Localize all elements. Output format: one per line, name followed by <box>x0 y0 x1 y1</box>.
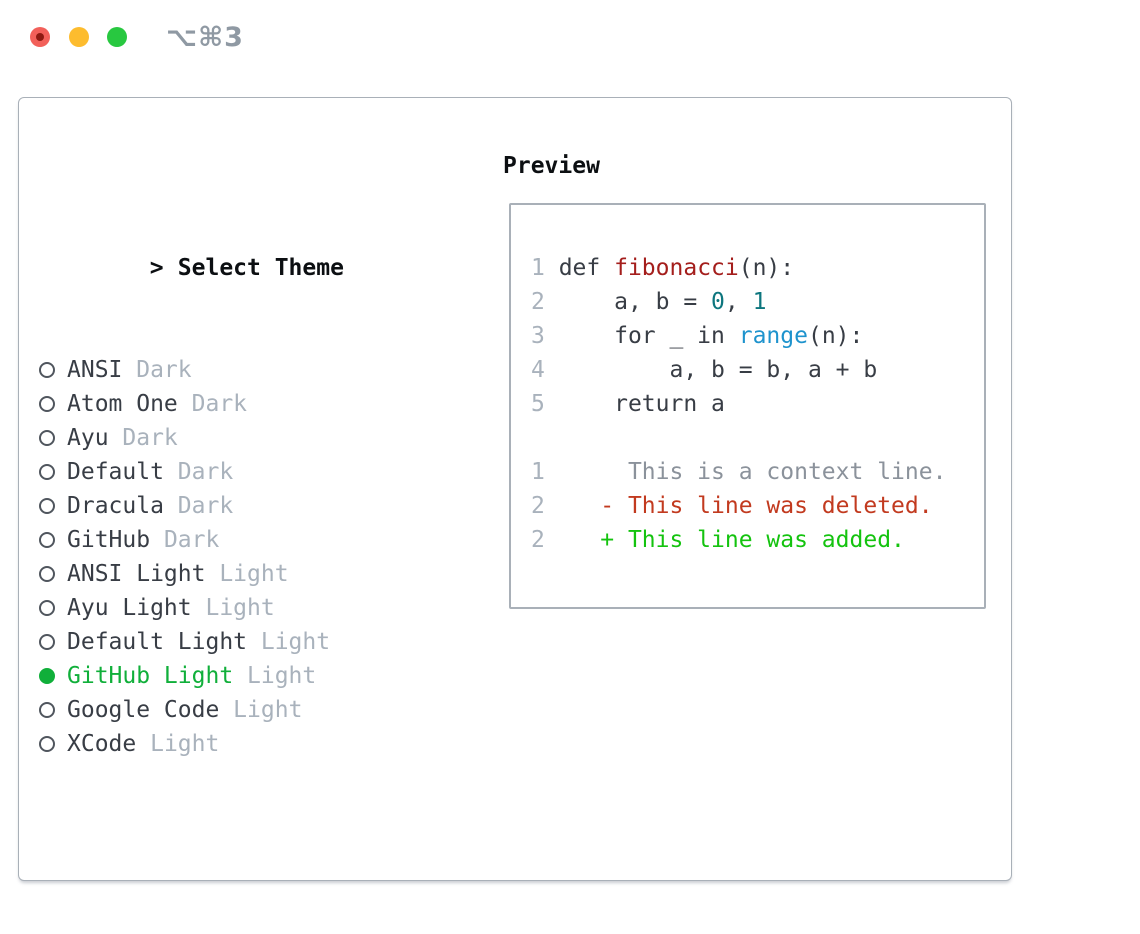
preview-code: 1 def fibonacci(n): 2 a, b = 0, 1 3 for _ … <box>531 251 946 557</box>
option-variant-label: Light <box>247 629 331 655</box>
preview-box: 1 def fibonacci(n): 2 a, b = 0, 1 3 for _ … <box>509 203 986 609</box>
theme-option[interactable]: ANSI Light Light <box>39 557 427 591</box>
theme-option[interactable]: Google Code Light <box>39 693 427 727</box>
radio-unselected-icon <box>39 430 55 446</box>
option-label: Dracula <box>67 493 164 519</box>
option-label: Default Light <box>67 629 248 655</box>
prompt-icon: > <box>149 255 164 281</box>
option-label: GitHub <box>67 527 151 553</box>
option-variant-label: Dark <box>163 459 234 485</box>
option-variant-label: Light <box>136 731 220 757</box>
option-variant-label: Light <box>205 561 289 587</box>
option-label: XCode <box>67 731 137 757</box>
radio-unselected-icon <box>39 702 55 718</box>
radio-unselected-icon <box>39 464 55 480</box>
preview-code-line: 5 return a <box>531 391 725 417</box>
preview-code-line: 2 a, b = 0, 1 <box>531 289 767 315</box>
preview-code-line: 4 a, b = b, a + b <box>531 357 878 383</box>
option-variant-label: Dark <box>150 527 220 553</box>
preview-code-line: 2 + This line was added. <box>531 527 905 553</box>
close-button[interactable] <box>30 27 50 47</box>
option-variant-label: Light <box>233 663 317 689</box>
option-label: ANSI <box>67 357 123 383</box>
option-label: Google Code <box>67 697 220 723</box>
theme-option[interactable]: Dracula Dark <box>39 489 427 523</box>
theme-option[interactable]: GitHub Light Light <box>39 659 427 693</box>
theme-option[interactable]: GitHub Dark <box>39 523 427 557</box>
option-label: Default <box>67 459 164 485</box>
option-label: GitHub Light <box>67 663 234 689</box>
option-label: ANSI Light <box>67 561 206 587</box>
select-theme-title: Select Theme <box>177 255 344 281</box>
radio-unselected-icon <box>39 566 55 582</box>
apply-to-section: Apply To User SettingsWorkspace Settings <box>39 897 427 934</box>
minimize-button[interactable] <box>69 27 89 47</box>
theme-option[interactable]: ANSI Dark <box>39 353 427 387</box>
option-variant-label: Dark <box>108 425 178 451</box>
option-variant-label: Light <box>219 697 303 723</box>
preview-code-line: 1 This is a context line. <box>531 459 947 485</box>
radio-unselected-icon <box>39 532 55 548</box>
radio-unselected-icon <box>39 600 55 616</box>
preview-code-line: 3 for _ in range(n): <box>531 323 864 349</box>
radio-unselected-icon <box>39 736 55 752</box>
select-theme-header: > Select Theme <box>39 217 427 281</box>
radio-unselected-icon <box>39 634 55 650</box>
preview-code-line: 2 - This line was deleted. <box>531 493 933 519</box>
theme-option[interactable]: Atom One Dark <box>39 387 427 421</box>
radio-unselected-icon <box>39 362 55 378</box>
option-label: Ayu Light <box>67 595 192 621</box>
preview-title: Preview <box>503 153 600 179</box>
option-variant-label: Light <box>191 595 275 621</box>
radio-selected-icon <box>39 668 55 684</box>
zoom-button[interactable] <box>107 27 127 47</box>
theme-option[interactable]: Default Light Light <box>39 625 427 659</box>
theme-option[interactable]: XCode Light <box>39 727 427 761</box>
radio-unselected-icon <box>39 498 55 514</box>
radio-unselected-icon <box>39 396 55 412</box>
option-label: Ayu <box>67 425 109 451</box>
theme-option[interactable]: Ayu Dark <box>39 421 427 455</box>
option-variant-label: Dark <box>177 391 248 417</box>
theme-option[interactable]: Ayu Light Light <box>39 591 427 625</box>
option-label: Atom One <box>67 391 178 417</box>
keyboard-shortcut-label: ⌥⌘3 <box>166 22 244 53</box>
preview-code-line <box>531 421 946 455</box>
preview-code-line: 1 def fibonacci(n): <box>531 255 795 281</box>
titlebar: ⌥⌘3 <box>0 0 1140 74</box>
option-variant-label: Dark <box>163 493 234 519</box>
theme-option[interactable]: Default Dark <box>39 455 427 489</box>
option-variant-label: Dark <box>122 357 192 383</box>
